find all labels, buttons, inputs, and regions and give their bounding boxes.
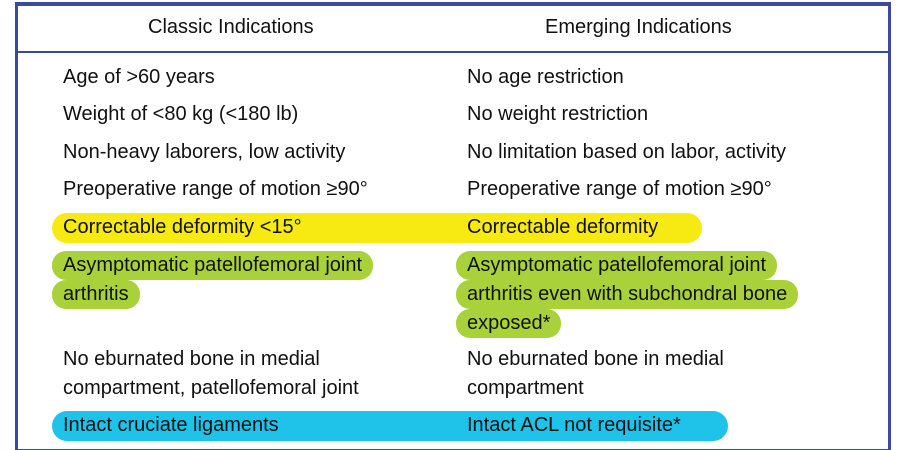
cell-line: No eburnated bone in medial [63, 348, 320, 370]
yellow-highlight [52, 213, 702, 243]
classic-cell: Asymptomatic patellofemoral joint arthri… [52, 251, 374, 309]
emerging-cell: Intact ACL not requisite* [467, 414, 681, 436]
cell-line: Asymptomatic patellofemoral joint [456, 251, 778, 280]
emerging-cell: Asymptomatic patellofemoral joint arthri… [456, 251, 799, 338]
header-classic: Classic Indications [148, 16, 314, 38]
cell-line: No eburnated bone in medial [467, 348, 724, 370]
cell-line: Asymptomatic patellofemoral joint [52, 251, 374, 280]
emerging-cell: Correctable deformity [467, 216, 659, 238]
emerging-cell: No weight restriction [467, 103, 649, 125]
emerging-cell: No limitation based on labor, activity [467, 141, 787, 163]
classic-cell: Intact cruciate ligaments [63, 414, 279, 436]
cyan-highlight [52, 411, 728, 441]
emerging-cell: No age restriction [467, 66, 624, 88]
classic-cell: Non-heavy laborers, low activity [63, 141, 346, 163]
cell-line: arthritis even with subchondral bone [456, 280, 799, 309]
classic-cell: Age of >60 years [63, 66, 215, 88]
classic-cell: Weight of <80 kg (<180 lb) [63, 103, 299, 125]
cell-line: arthritis [52, 280, 140, 309]
cell-line: compartment, patellofemoral joint [63, 377, 359, 399]
header-divider [15, 51, 891, 53]
cell-line: exposed* [456, 309, 562, 338]
classic-cell: Preoperative range of motion ≥90° [63, 178, 368, 200]
classic-cell: Correctable deformity <15° [63, 216, 302, 238]
classic-cell: No eburnated bone in medial compartment,… [63, 345, 359, 403]
emerging-cell: Preoperative range of motion ≥90° [467, 178, 772, 200]
header-emerging: Emerging Indications [545, 16, 732, 38]
cell-line: compartment [467, 377, 584, 399]
emerging-cell: No eburnated bone in medial compartment [467, 345, 724, 403]
